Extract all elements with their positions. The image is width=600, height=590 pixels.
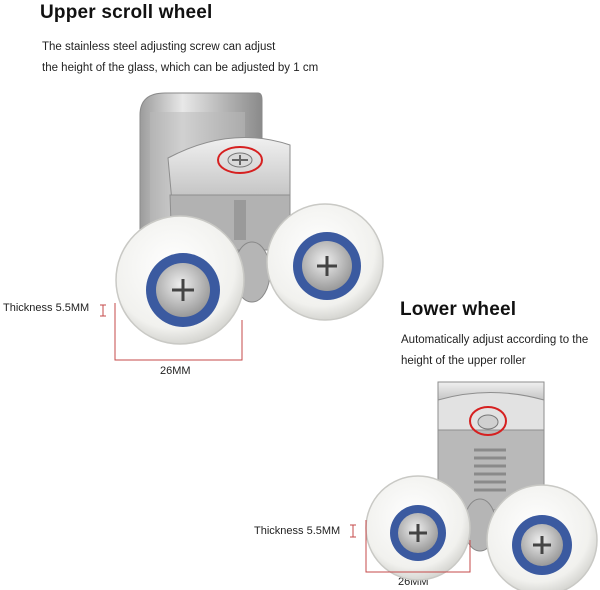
lower-desc-line-1: Automatically adjust according to the — [401, 334, 589, 346]
upper-thickness-marker — [100, 304, 106, 317]
lower-roller-image — [350, 381, 598, 590]
lower-thickness-marker — [350, 524, 356, 538]
upper-width-dimension-line — [114, 303, 243, 361]
upper-wheel-description: The stainless steel adjusting screw can … — [42, 37, 318, 79]
upper-wheel-title: Upper scroll wheel — [40, 2, 213, 23]
upper-desc-line-2: the height of the glass, which can be ad… — [42, 62, 319, 74]
lower-width-dimension-line — [365, 520, 471, 573]
upper-screw-highlight-circle — [217, 146, 263, 174]
lower-screw-highlight-circle — [469, 406, 507, 436]
upper-thickness-label: Thickness 5.5MM — [3, 302, 90, 314]
upper-width-label: 26MM — [160, 365, 191, 377]
upper-roller-image — [100, 92, 384, 361]
upper-desc-line-1: The stainless steel adjusting screw can … — [42, 41, 276, 53]
lower-wheel-description: Automatically adjust according to the he… — [401, 330, 588, 372]
lower-wheel-title: Lower wheel — [400, 299, 517, 320]
lower-thickness-label: Thickness 5.5MM — [254, 525, 341, 537]
lower-desc-line-2: height of the upper roller — [401, 355, 526, 367]
